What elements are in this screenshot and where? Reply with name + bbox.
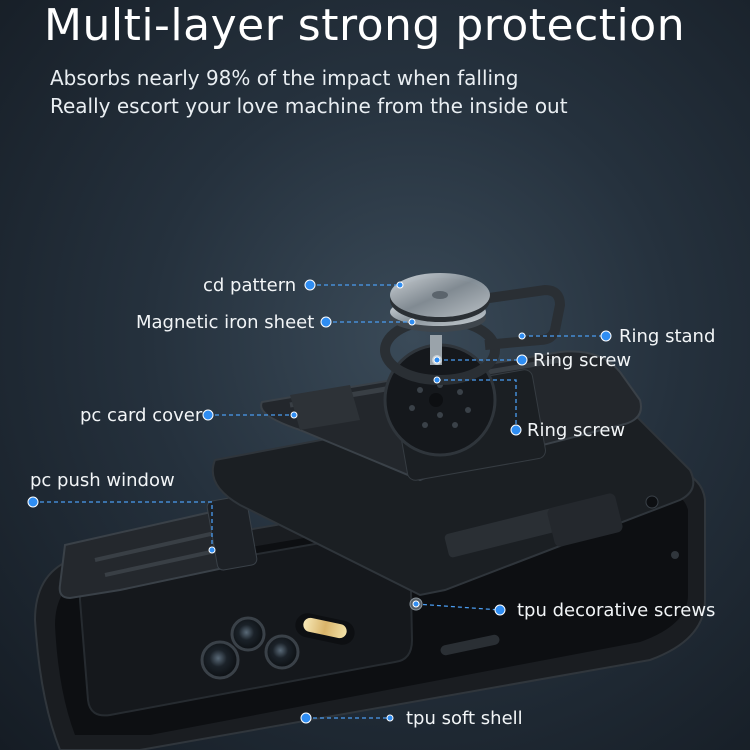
label-pc-push-window: pc push window [30,470,175,491]
cd-pattern-disc [390,273,490,332]
subtitle-line-2: Really escort your love machine from the… [50,94,568,118]
label-pc-card-cover: pc card cover [80,405,203,426]
label-ring-screw-bottom: Ring screw [527,420,626,441]
label-ring-screw-top: Ring screw [533,350,632,371]
label-tpu-decorative-screws: tpu decorative screws [517,600,716,621]
label-cd-pattern: cd pattern [203,275,297,296]
label-tpu-soft-shell: tpu soft shell [406,708,523,729]
label-magnetic-iron-sheet: Magnetic iron sheet [136,312,315,333]
page-title: Multi-layer strong protection [44,0,686,51]
pc-push-window-shape [58,495,258,600]
label-ring-stand: Ring stand [619,326,716,347]
subtitle-line-1: Absorbs nearly 98% of the impact when fa… [50,66,519,90]
leader-lines [33,284,606,719]
callout-dots [27,279,612,724]
